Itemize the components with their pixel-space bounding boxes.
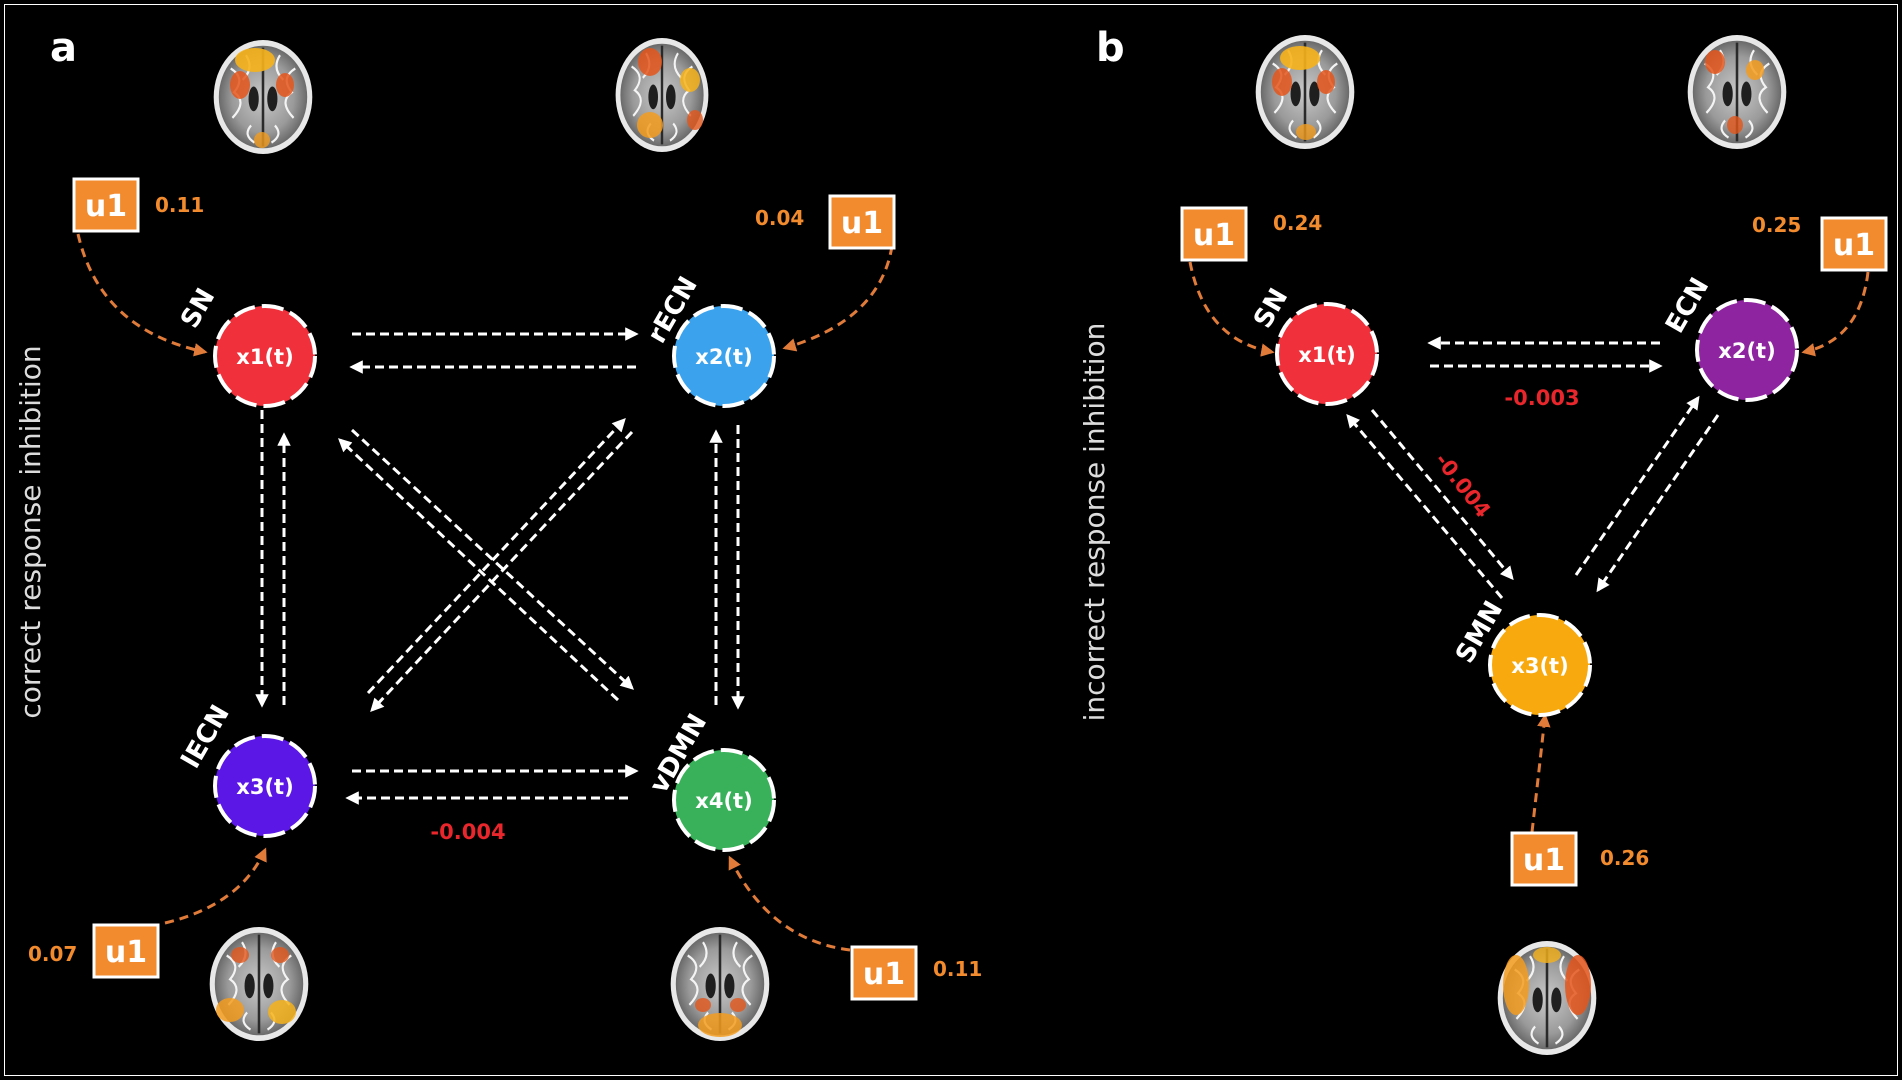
node-x2-a: x2(t) [672, 304, 776, 408]
node-x4-a: x4(t) [672, 748, 776, 852]
panel-b: -0.003 -0.004 u1 0.24 u1 0.25 u1 0.26 x1… [1180, 33, 1888, 1057]
edge-weight-x1-x2-b: -0.003 [1504, 386, 1579, 410]
input-arrow-x2-a [782, 245, 894, 352]
brain-slice-vdmn-a [669, 925, 771, 1043]
svg-text:u1: u1 [1833, 228, 1875, 263]
edge-x1-to-x3-b [1370, 409, 1514, 581]
svg-text:u1: u1 [841, 206, 883, 241]
input-box-x3-b: u1 [1510, 831, 1578, 887]
input-weight-x2-b: 0.25 [1752, 213, 1801, 237]
brain-slice-lecn-a [208, 925, 310, 1043]
connections-b [1346, 336, 1720, 599]
edge-x2-to-x3-a [370, 430, 634, 712]
edge-x3-to-x2-b [1574, 395, 1700, 576]
input-box-x4-a: u1 [850, 945, 918, 1001]
input-weight-x3-b: 0.26 [1600, 846, 1649, 870]
input-box-x3-a: u1 [92, 923, 160, 979]
panel-b-side-label: incorrect response inhibition [1078, 323, 1111, 722]
input-weight-x1-a: 0.11 [155, 193, 204, 217]
network-label-sn-a: SN [175, 283, 221, 333]
svg-text:x1(t): x1(t) [1298, 343, 1355, 367]
figure-frame [4, 4, 1898, 1076]
input-box-x1-b: u1 [1180, 206, 1248, 262]
connections-a [255, 327, 745, 805]
brain-slice-smn-b [1496, 939, 1598, 1057]
input-weight-x1-b: 0.24 [1273, 211, 1322, 235]
edge-x4-to-x1-a [338, 438, 620, 702]
svg-text:x4(t): x4(t) [695, 789, 752, 813]
svg-text:u1: u1 [1523, 843, 1565, 878]
panel-a-letter: a [50, 25, 77, 71]
edge-weight-x3-x1-b: -0.004 [1430, 448, 1495, 522]
svg-text:x1(t): x1(t) [236, 345, 293, 369]
input-box-x2-b: u1 [1820, 216, 1888, 272]
edge-x2-to-x3-b [1596, 414, 1720, 593]
node-x3-b: x3(t) [1488, 613, 1592, 717]
node-x1-b: x1(t) [1275, 302, 1379, 406]
brain-slice-recn-a [614, 36, 710, 154]
node-x3-a: x3(t) [213, 734, 317, 838]
input-arrow-x4-a [728, 855, 851, 952]
svg-text:x3(t): x3(t) [1511, 654, 1568, 678]
brain-slice-sn-b [1254, 33, 1356, 151]
input-weight-x4-a: 0.11 [933, 957, 982, 981]
svg-text:u1: u1 [105, 935, 147, 970]
input-weight-x2-a: 0.04 [755, 206, 804, 230]
input-arrow-x3-a [164, 847, 267, 925]
svg-text:x3(t): x3(t) [236, 775, 293, 799]
svg-text:u1: u1 [863, 957, 905, 992]
input-box-x1-a: u1 [72, 177, 140, 233]
panel-a-side-label: correct response inhibition [14, 345, 47, 718]
brain-slice-sn-a [212, 38, 314, 156]
input-box-x2-a: u1 [828, 194, 896, 250]
panel-a: -0.004 u1 0.11 u1 0.04 u1 0.07 u1 0.11 [28, 36, 982, 1043]
brain-slice-ecn-b [1686, 33, 1788, 151]
svg-text:u1: u1 [85, 189, 127, 224]
panel-b-letter: b [1096, 25, 1125, 71]
svg-text:x2(t): x2(t) [695, 345, 752, 369]
edge-x3-to-x1-b [1346, 413, 1504, 599]
input-arrow-x2-b [1801, 271, 1870, 357]
input-arrow-x3-b [1530, 713, 1551, 833]
svg-text:u1: u1 [1193, 218, 1235, 253]
input-arrow-x1-a [76, 233, 208, 357]
svg-text:x2(t): x2(t) [1718, 339, 1775, 363]
input-weight-x3-a: 0.07 [28, 942, 77, 966]
input-arrow-x1-b [1188, 261, 1275, 357]
edge-x3-to-x2-a [366, 418, 626, 695]
node-x1-a: x1(t) [213, 304, 317, 408]
edge-weight-x4-x3-a: -0.004 [430, 820, 505, 844]
node-x2-b: x2(t) [1695, 298, 1799, 402]
